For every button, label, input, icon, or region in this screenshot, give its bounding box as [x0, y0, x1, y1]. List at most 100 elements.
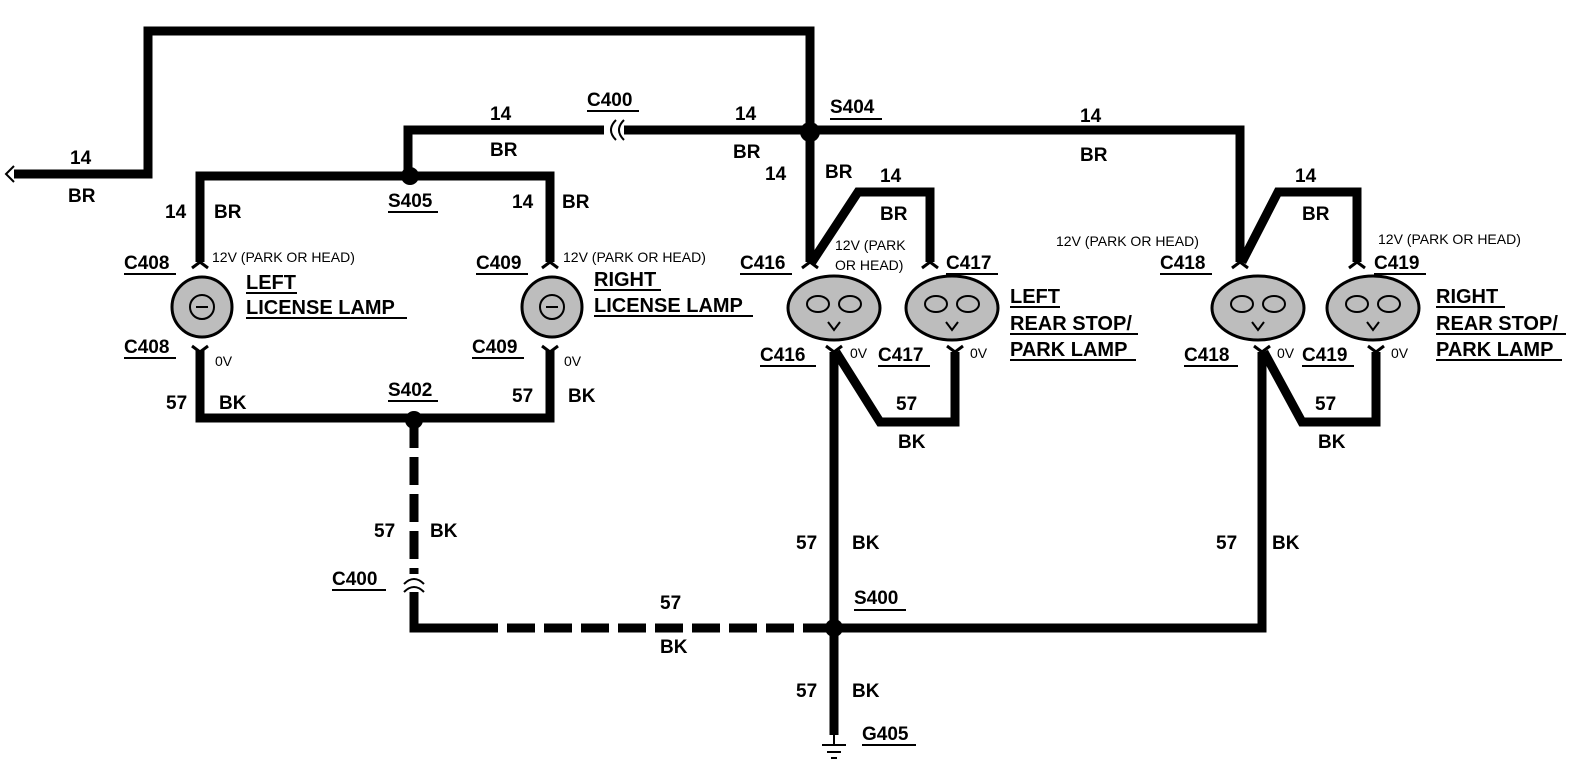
wire-label-br: BR [880, 204, 908, 225]
wire-label-bk: BK [852, 533, 880, 554]
lamp-label-right-rear: REAR STOP/ [1436, 313, 1558, 335]
wire-label-bk: BK [219, 393, 247, 414]
wire-label-bk: BK [430, 521, 458, 542]
voltage-label-park-head: 12V (PARK [835, 237, 906, 253]
lamp-label-left-license: LICENSE LAMP [246, 297, 395, 319]
connector-label-c416: C416 [740, 253, 785, 274]
voltage-label-0v: 0V [564, 353, 582, 369]
wire-label-14: 14 [490, 104, 512, 125]
wire-label-bk: BK [898, 432, 926, 453]
right-license-lamp-icon [520, 275, 584, 339]
splice-label-s404: S404 [830, 97, 875, 118]
wire-57-license-bottom [195, 350, 555, 423]
voltage-label-park-head: 12V (PARK OR HEAD) [1378, 231, 1521, 247]
wire-label-57: 57 [796, 533, 817, 554]
lamp-label-right-license: LICENSE LAMP [594, 295, 743, 317]
connector-label-c419: C419 [1302, 345, 1347, 366]
wire-label-bk: BK [660, 637, 688, 658]
connector-label-c408: C408 [124, 253, 169, 274]
wire-14-c417-feed [808, 187, 935, 265]
left-rear-stop-lamp-outer-icon [904, 274, 1000, 342]
connector-label-c409: C409 [472, 337, 517, 358]
connector-pin-markers [191, 260, 1385, 354]
splice-label-s400: S400 [854, 588, 898, 609]
wire-14-c419-feed [1237, 187, 1362, 265]
connector-label-c418: C418 [1160, 253, 1205, 274]
wire-label-57: 57 [374, 521, 395, 542]
wire-label-br: BR [1302, 204, 1330, 225]
voltage-label-0v: 0V [1277, 345, 1295, 361]
voltage-label-0v: 0V [970, 345, 988, 361]
wire-label-14: 14 [1080, 106, 1102, 127]
label-underlines [124, 110, 1566, 746]
splice-label-s402: S402 [388, 380, 432, 401]
ground-label-g405: G405 [862, 724, 909, 745]
wire-label-57: 57 [796, 681, 817, 702]
voltage-label-park-head: 12V (PARK OR HEAD) [1056, 233, 1199, 249]
voltage-label-park-head: 12V (PARK OR HEAD) [563, 249, 706, 265]
voltage-label-park-head: OR HEAD) [835, 257, 903, 273]
voltage-label-park-head: 12V (PARK OR HEAD) [212, 249, 355, 265]
wire-label-br: BR [214, 202, 242, 223]
wire-57-c416-c417 [832, 349, 960, 427]
connector-label-c416: C416 [760, 345, 805, 366]
connector-label-c417: C417 [946, 253, 991, 274]
lamp-label-left-rear: REAR STOP/ [1010, 313, 1132, 335]
wire-label-br: BR [68, 186, 96, 207]
voltage-label-0v: 0V [215, 353, 233, 369]
wire-label-br: BR [1080, 145, 1108, 166]
connector-label-c400: C400 [587, 90, 632, 111]
splice-s404-dot [800, 122, 820, 142]
ground-icon [822, 730, 846, 759]
wire-feed-input [14, 26, 815, 179]
right-rear-stop-lamp-inner-icon [1210, 274, 1306, 342]
wire-label-bk: BK [568, 386, 596, 407]
wire-label-br: BR [733, 142, 761, 163]
wire-57-s400-right [834, 352, 1267, 633]
voltage-label-0v: 0V [1391, 345, 1409, 361]
wire-label-57: 57 [512, 386, 533, 407]
wire-label-57: 57 [166, 393, 187, 414]
wire-label-bk: BK [852, 681, 880, 702]
wire-57-c400-down [409, 590, 470, 633]
lamp-label-left-rear: LEFT [1010, 286, 1060, 308]
wire-continuation-arrow [4, 165, 15, 183]
left-license-lamp-icon [170, 275, 234, 339]
wire-label-br: BR [825, 162, 853, 183]
wire-label-14: 14 [1295, 166, 1317, 187]
lamp-label-left-license: LEFT [246, 272, 296, 294]
wire-label-br: BR [490, 140, 518, 161]
wire-14-s405-left [195, 171, 555, 262]
right-rear-stop-lamp-outer-icon [1325, 274, 1421, 342]
left-rear-stop-lamp-inner-icon [786, 274, 882, 342]
wire-label-bk: BK [1272, 533, 1300, 554]
wire-label-14: 14 [70, 148, 92, 169]
lamp-label-right-rear: RIGHT [1436, 286, 1498, 308]
splice-s400-dot [825, 619, 843, 637]
wire-label-14: 14 [880, 166, 902, 187]
wire-label-bk: BK [1318, 432, 1346, 453]
lamp-label-left-rear: PARK LAMP [1010, 339, 1127, 361]
splice-s402-dot [405, 411, 423, 429]
wire-label-57: 57 [1216, 533, 1237, 554]
wire-label-14: 14 [735, 104, 757, 125]
wire-14-c400-s404 [403, 125, 1245, 262]
wire-label-57: 57 [660, 593, 681, 614]
splice-s405-dot [401, 167, 419, 185]
voltage-label-0v: 0V [850, 345, 868, 361]
wire-label-14: 14 [765, 164, 787, 185]
lamp-label-right-license: RIGHT [594, 269, 656, 291]
wire-57-c418-c419 [1260, 349, 1381, 427]
connector-label-c419: C419 [1374, 253, 1419, 274]
wire-label-57: 57 [896, 394, 917, 415]
connector-label-c409: C409 [476, 253, 521, 274]
wire-label-14: 14 [512, 192, 534, 213]
connector-label-c408: C408 [124, 337, 169, 358]
wire-label-br: BR [562, 192, 590, 213]
c400-connector-top-icon [604, 119, 625, 141]
wire-label-57: 57 [1315, 394, 1336, 415]
c400-connector-bottom-icon [403, 574, 425, 593]
splice-label-s405: S405 [388, 191, 433, 212]
wire-label-14: 14 [165, 202, 187, 223]
